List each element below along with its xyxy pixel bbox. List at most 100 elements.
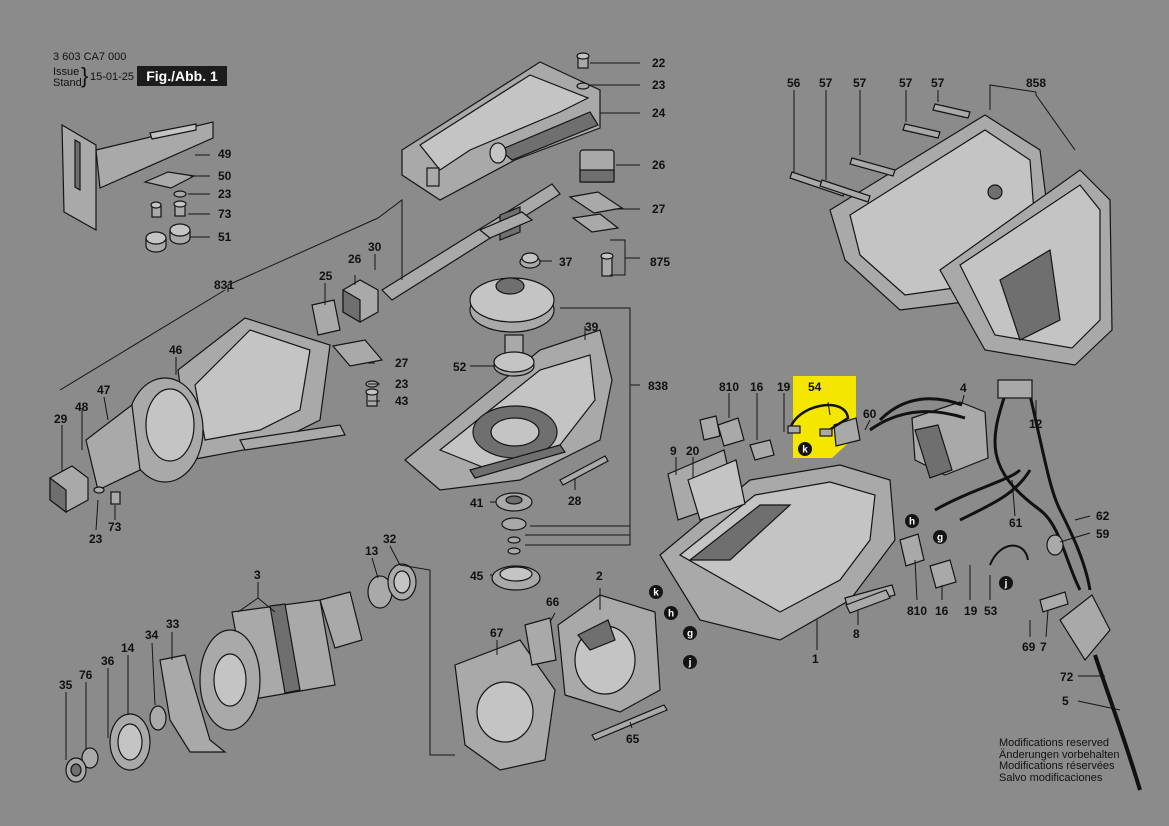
part-label: 69 [1022, 640, 1036, 654]
part-label: 62 [1096, 509, 1110, 523]
part-label: 2 [596, 569, 603, 583]
part-label: 45 [470, 569, 484, 583]
connector-k-marker [798, 442, 812, 456]
nose-cover-46 [177, 317, 346, 461]
part-label: 858 [1026, 76, 1046, 90]
part-label: 73 [218, 207, 232, 221]
issue-date: 15-01-25 [90, 71, 135, 83]
guide-plates-25-27 [311, 191, 624, 367]
part-label: 831 [214, 278, 234, 292]
part-label: 49 [218, 147, 232, 161]
screw-28 [559, 455, 609, 486]
connector-j-marker [683, 655, 697, 669]
part-label: 23 [395, 377, 409, 391]
small-screws-left [145, 190, 191, 253]
part-label: 13 [365, 544, 379, 558]
guide-screws [365, 252, 614, 407]
connector-h-label: h [909, 517, 915, 528]
part-label: 37 [559, 255, 573, 269]
part-label: 59 [1096, 527, 1110, 541]
part-label: 66 [546, 595, 560, 609]
part-label: 56 [787, 76, 801, 90]
blade-clamp-29 [49, 465, 121, 514]
part-label: 41 [470, 496, 484, 510]
part-label: 5 [1062, 694, 1069, 708]
connector-j-label: j [688, 658, 692, 669]
part-label: 20 [686, 444, 700, 458]
part-label: 72 [1060, 670, 1074, 684]
part-label: 65 [626, 732, 640, 746]
guide-block-26 [342, 149, 615, 324]
bracket-plate-50 [143, 171, 196, 189]
part-label: 810 [907, 604, 927, 618]
figure-label: Fig./Abb. 1 [137, 66, 227, 86]
part-label: 33 [166, 617, 180, 631]
spacer-8 [845, 589, 891, 614]
document-number: 3 603 CA7 000 [53, 51, 127, 63]
fan-guide-67 [454, 617, 557, 771]
note-line-es: Salvo modificaciones [999, 771, 1103, 784]
blade-guide-bracket [61, 121, 214, 232]
gear-housing-838 [404, 329, 613, 491]
connector-markers: k h g j k h g j [649, 442, 1013, 669]
part-label: 39 [585, 320, 599, 334]
part-label: 26 [348, 252, 362, 266]
part-label: 9 [670, 444, 677, 458]
part-label: 22 [652, 56, 666, 70]
part-label: 52 [453, 360, 467, 374]
part-label: 76 [79, 668, 93, 682]
stand-label: Stand [53, 77, 82, 89]
part-label: 30 [368, 240, 382, 254]
part-label: 47 [97, 383, 111, 397]
part-label: 27 [652, 202, 666, 216]
issue-label: Issue [53, 66, 80, 78]
part-label: 67 [490, 626, 504, 640]
connector-k-label: k [802, 445, 808, 456]
part-label: 19 [964, 604, 978, 618]
part-label: 838 [648, 379, 668, 393]
connector-g-label: g [687, 629, 693, 640]
part-label: 48 [75, 400, 89, 414]
part-label: 27 [395, 356, 409, 370]
part-label: 51 [218, 230, 232, 244]
part-label: 57 [899, 76, 913, 90]
connector-j-label: j [1004, 579, 1008, 590]
wiring-harness [869, 379, 1092, 591]
part-label: 810 [719, 380, 739, 394]
part-label: 50 [218, 169, 232, 183]
part-label: 875 [650, 255, 670, 269]
part-label: 57 [819, 76, 833, 90]
top-screws [576, 52, 590, 90]
part-label: 73 [108, 520, 122, 534]
part-label: 34 [145, 628, 159, 642]
part-label: 19 [777, 380, 791, 394]
part-label: 14 [121, 641, 135, 655]
issue-brace: } [81, 63, 89, 88]
part-label: 3 [254, 568, 261, 582]
part-label: 8 [853, 627, 860, 641]
connector-g-marker [933, 530, 947, 544]
connector-h-marker [905, 514, 919, 528]
part-label: 35 [59, 678, 73, 692]
part-label: 57 [931, 76, 945, 90]
part-label: 61 [1009, 516, 1023, 530]
part-label: 57 [853, 76, 867, 90]
part-label: 43 [395, 394, 409, 408]
note-line-en: Modifications reserved [999, 737, 1110, 749]
gearbox-cover-24 [401, 61, 601, 201]
handle-housing-858 [829, 114, 1113, 366]
note-line-fr: Modifications réservées [999, 760, 1115, 772]
fan-baffle-33 [159, 654, 227, 753]
bearing-pack-left [65, 705, 167, 783]
connector-h-marker [664, 606, 678, 620]
part-label: 60 [863, 407, 877, 421]
part-label: 1 [812, 652, 819, 666]
armature-3 [199, 563, 417, 731]
part-label: 25 [319, 269, 333, 283]
part-label: 16 [750, 380, 764, 394]
part-label: 4 [960, 381, 967, 395]
part-label: 16 [935, 604, 949, 618]
leader-lines [59, 62, 1121, 760]
part-label: 23 [218, 187, 232, 201]
part-label: 53 [984, 604, 998, 618]
